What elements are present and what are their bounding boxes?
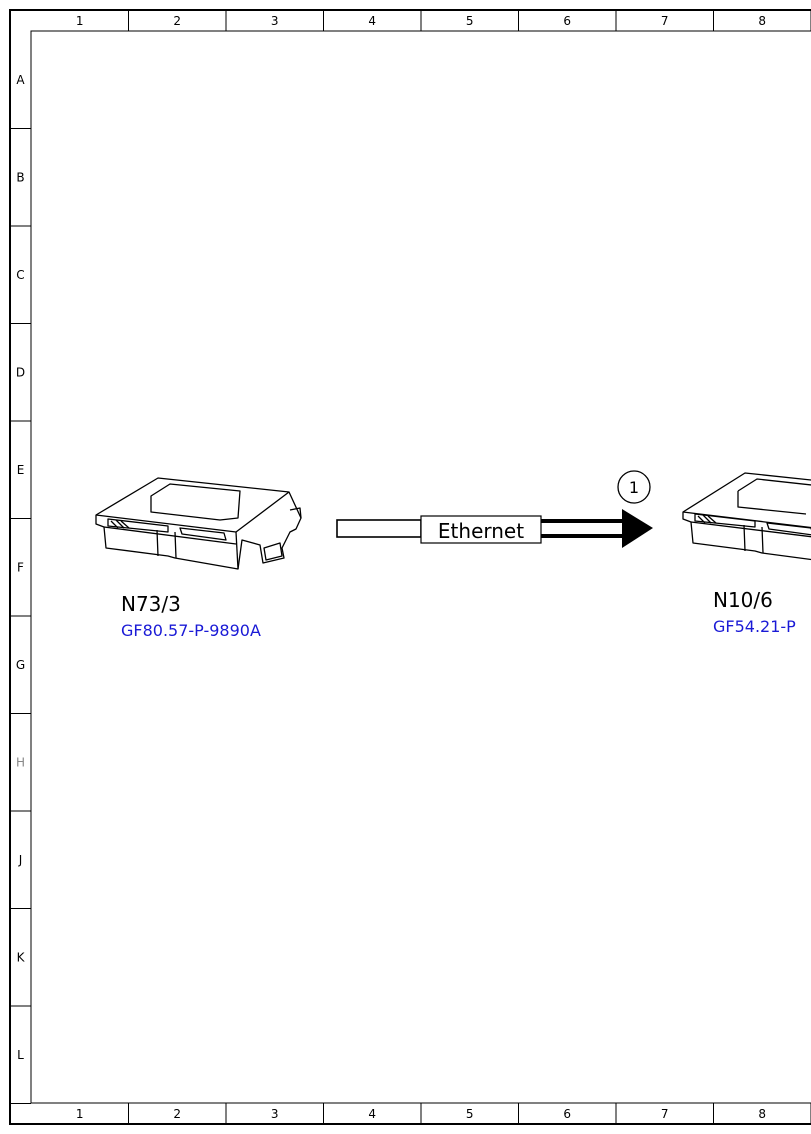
control-unit-n10-6-icon[interactable] [682,472,811,562]
callout-number: 1 [629,478,639,497]
column-label-bottom-4: 4 [368,1107,376,1121]
component-designation-n73-3: N73/3 [121,592,181,616]
ethernet-label-box [420,515,542,544]
arrow-head-icon [622,509,653,548]
row-label-H: H [16,755,25,769]
column-label-bottom-8: 8 [758,1107,766,1121]
row-label-A: A [16,73,25,87]
row-label-G: G [16,658,25,672]
ethernet-cable-tail [336,519,422,538]
callout-circle [617,470,651,504]
ethernet-connection-arrow[interactable]: Ethernet [336,509,653,548]
row-label-J: J [18,853,23,867]
row-ruler-left: A B C D E F G H J K L [10,73,31,1104]
row-label-B: B [16,170,24,184]
sheet-inner-frame [30,30,811,1104]
column-label-bottom-3: 3 [271,1107,279,1121]
column-label-bottom-7: 7 [661,1107,669,1121]
row-label-K: K [17,950,26,964]
column-label-top-7: 7 [661,14,669,28]
component-reference-link-n73-3[interactable]: GF80.57-P-9890A [121,621,261,640]
ethernet-label: Ethernet [438,519,524,543]
row-label-F: F [17,560,24,574]
column-ruler-bottom: 1 2 3 4 5 6 7 8 [76,1103,811,1124]
control-unit-n73-3-icon[interactable] [95,477,302,570]
column-label-bottom-6: 6 [563,1107,571,1121]
component-designation-n10-6: N10/6 [713,588,773,612]
sheet-outer-frame [9,9,811,1125]
column-label-top-6: 6 [563,14,571,28]
column-label-top-3: 3 [271,14,279,28]
column-label-top-1: 1 [76,14,84,28]
component-reference-link-n10-6[interactable]: GF54.21-P [713,617,796,636]
column-label-bottom-5: 5 [466,1107,474,1121]
row-label-L: L [17,1048,24,1062]
callout-marker[interactable]: 1 [617,470,651,504]
column-label-top-2: 2 [173,14,181,28]
column-label-top-4: 4 [368,14,376,28]
row-label-D: D [16,365,25,379]
column-label-bottom-2: 2 [173,1107,181,1121]
row-label-E: E [17,463,25,477]
column-ruler-top: 1 2 3 4 5 6 7 8 [76,10,811,31]
column-label-bottom-1: 1 [76,1107,84,1121]
column-label-top-5: 5 [466,14,474,28]
row-label-C: C [16,268,24,282]
column-label-top-8: 8 [758,14,766,28]
